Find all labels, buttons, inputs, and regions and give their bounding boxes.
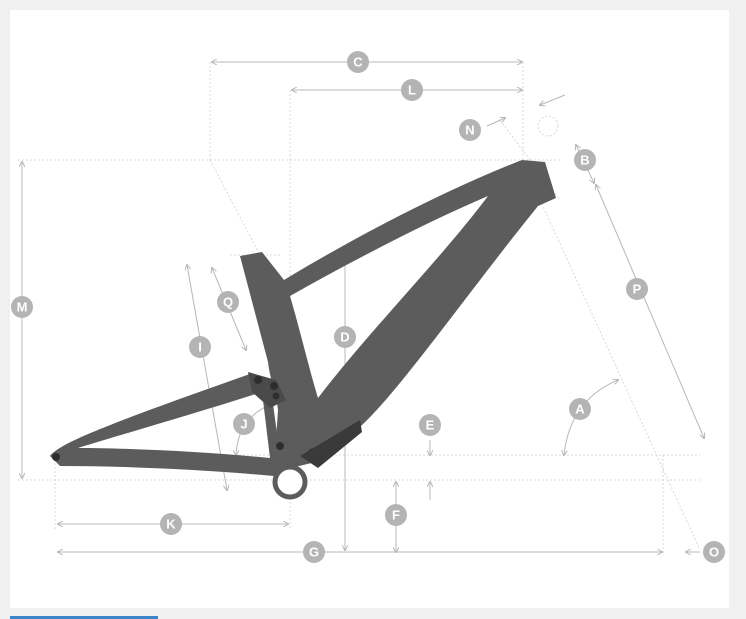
- dimension-lines: [22, 62, 704, 552]
- label-k: K: [160, 513, 182, 535]
- pivot-link: [270, 382, 278, 390]
- svg-text:J: J: [240, 417, 247, 432]
- svg-text:O: O: [709, 545, 719, 560]
- chain-guide: [300, 420, 362, 468]
- label-p: P: [626, 278, 648, 300]
- svg-text:G: G: [309, 545, 319, 560]
- bottom-bracket: [272, 464, 308, 500]
- label-b: B: [574, 149, 596, 171]
- svg-text:Q: Q: [223, 295, 233, 310]
- label-n: N: [459, 119, 481, 141]
- label-j: J: [233, 413, 255, 435]
- svg-text:F: F: [392, 508, 400, 523]
- svg-text:N: N: [465, 123, 474, 138]
- label-o: O: [703, 541, 725, 563]
- pivot-upper: [254, 376, 262, 384]
- label-g: G: [303, 541, 325, 563]
- label-q: Q: [217, 291, 239, 313]
- label-m: M: [11, 296, 33, 318]
- svg-text:B: B: [580, 153, 589, 168]
- svg-text:C: C: [353, 55, 363, 70]
- bike-frame: [50, 160, 556, 500]
- pivot-main: [276, 442, 284, 450]
- guide-lines: [18, 62, 701, 555]
- label-c: C: [347, 51, 369, 73]
- svg-text:I: I: [198, 340, 202, 355]
- pivot-link-2: [272, 392, 280, 400]
- svg-text:L: L: [408, 83, 416, 98]
- label-l: L: [401, 79, 423, 101]
- svg-text:E: E: [426, 418, 435, 433]
- svg-text:M: M: [17, 300, 28, 315]
- svg-text:D: D: [340, 330, 349, 345]
- rear-axle: [52, 453, 60, 461]
- svg-text:P: P: [633, 282, 642, 297]
- svg-text:A: A: [575, 402, 585, 417]
- svg-text:K: K: [166, 517, 176, 532]
- frame-main-triangle: [240, 160, 556, 470]
- label-a: A: [569, 398, 591, 420]
- frame-swingarm: [50, 374, 282, 476]
- label-i: I: [189, 336, 211, 358]
- label-badges: C L N B M Q D I P A J E F K G O: [11, 51, 725, 563]
- label-d: D: [334, 326, 356, 348]
- label-e: E: [419, 414, 441, 436]
- accent-bar: [10, 616, 158, 619]
- label-f: F: [385, 504, 407, 526]
